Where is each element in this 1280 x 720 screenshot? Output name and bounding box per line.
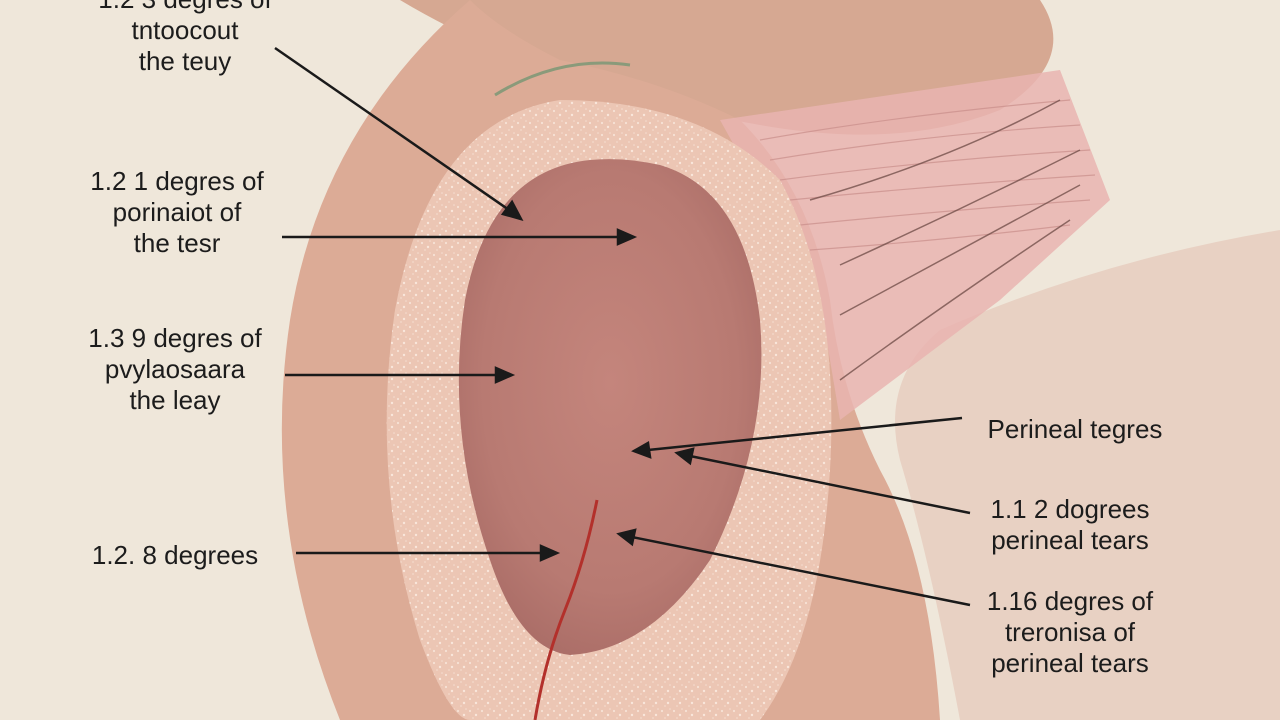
label-line: 1.2 3 degres of: [70, 0, 300, 15]
label-right-middle: 1.1 2 dogrees perineal tears: [960, 494, 1180, 556]
label-line: 1.16 degres of: [986, 586, 1154, 616]
label-line: 1.2 1 degres of: [90, 166, 264, 196]
label-upper-left: 1.2 1 degres of porinaiot of the tesr: [62, 166, 292, 259]
thigh-shape: [820, 0, 1280, 720]
label-line: 1.3 9 degres of: [88, 323, 262, 353]
label-line: perineal tears: [991, 525, 1149, 555]
label-line: pvylaosaara: [104, 354, 246, 384]
label-middle-left: 1.3 9 degres of pvylaosaara the leay: [60, 323, 290, 416]
arrow-upper-left: [282, 228, 638, 246]
label-line: 1.2. 8 degrees: [91, 540, 259, 570]
label-line: the tesr: [133, 228, 221, 258]
label-line: porinaiot of: [112, 197, 242, 227]
arrow-lower-left: [296, 544, 561, 562]
label-top-left: 1.2 3 degres of tntoocout the teuy: [70, 0, 300, 77]
arrow-right-bottom: [616, 528, 971, 607]
tear-line: [533, 499, 599, 720]
label-line: tntoocout: [131, 15, 239, 45]
label-lower-left: 1.2. 8 degrees: [60, 540, 290, 571]
label-line: 1.1 2 dogrees: [990, 494, 1150, 524]
label-line: treronisa of: [1004, 617, 1136, 647]
label-line: Perineal tegres: [987, 414, 1163, 444]
inner-cavity: [458, 159, 762, 655]
label-line: the leay: [129, 385, 221, 415]
crease-line: [494, 61, 631, 97]
arrow-middle-left: [285, 366, 516, 384]
arrow-right-top: [631, 416, 963, 459]
label-right-top: Perineal tegres: [965, 414, 1185, 445]
label-line: perineal tears: [991, 648, 1149, 678]
muscle-fibers: [720, 70, 1110, 420]
arrow-right-middle: [674, 447, 971, 515]
label-line: the teuy: [138, 46, 232, 76]
arrow-top-left: [274, 46, 524, 221]
label-right-bottom: 1.16 degres of treronisa of perineal tea…: [960, 586, 1180, 679]
